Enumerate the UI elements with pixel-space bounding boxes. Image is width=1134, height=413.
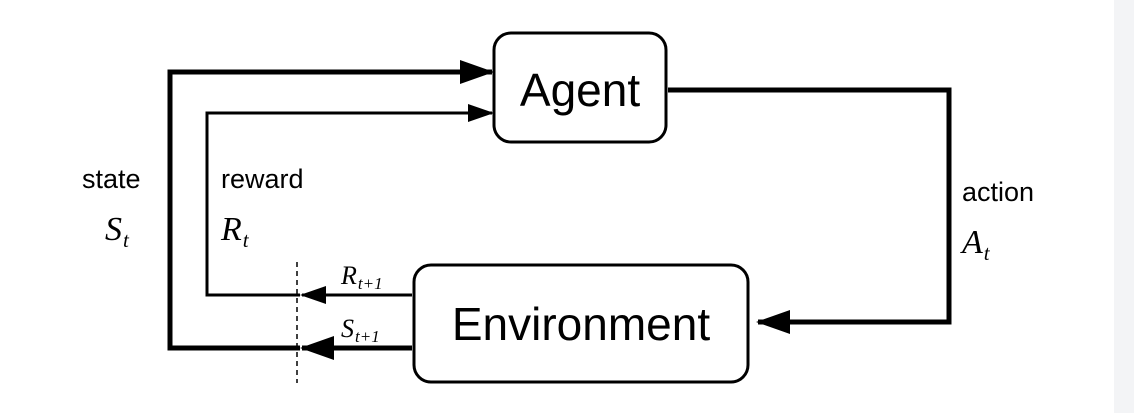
reward-label: reward xyxy=(221,164,304,194)
agent-label: Agent xyxy=(520,64,640,116)
environment-label: Environment xyxy=(452,298,710,350)
next-state-symbol: St+1 xyxy=(341,314,380,346)
reward-symbol: Rt xyxy=(220,211,250,252)
action-label: action xyxy=(962,177,1034,207)
action-symbol: At xyxy=(960,224,991,265)
agent-node: Agent xyxy=(492,31,668,144)
environment-node: Environment xyxy=(412,263,750,384)
state-symbol: St xyxy=(105,211,130,252)
agent-box xyxy=(492,31,668,144)
next-reward-symbol: Rt+1 xyxy=(340,261,383,293)
reward-loop-line xyxy=(205,104,494,297)
state-label: state xyxy=(82,164,141,194)
action-line xyxy=(668,87,952,334)
state-loop-line xyxy=(167,60,494,351)
environment-box xyxy=(412,263,750,384)
right-edge-strip xyxy=(1114,0,1134,413)
